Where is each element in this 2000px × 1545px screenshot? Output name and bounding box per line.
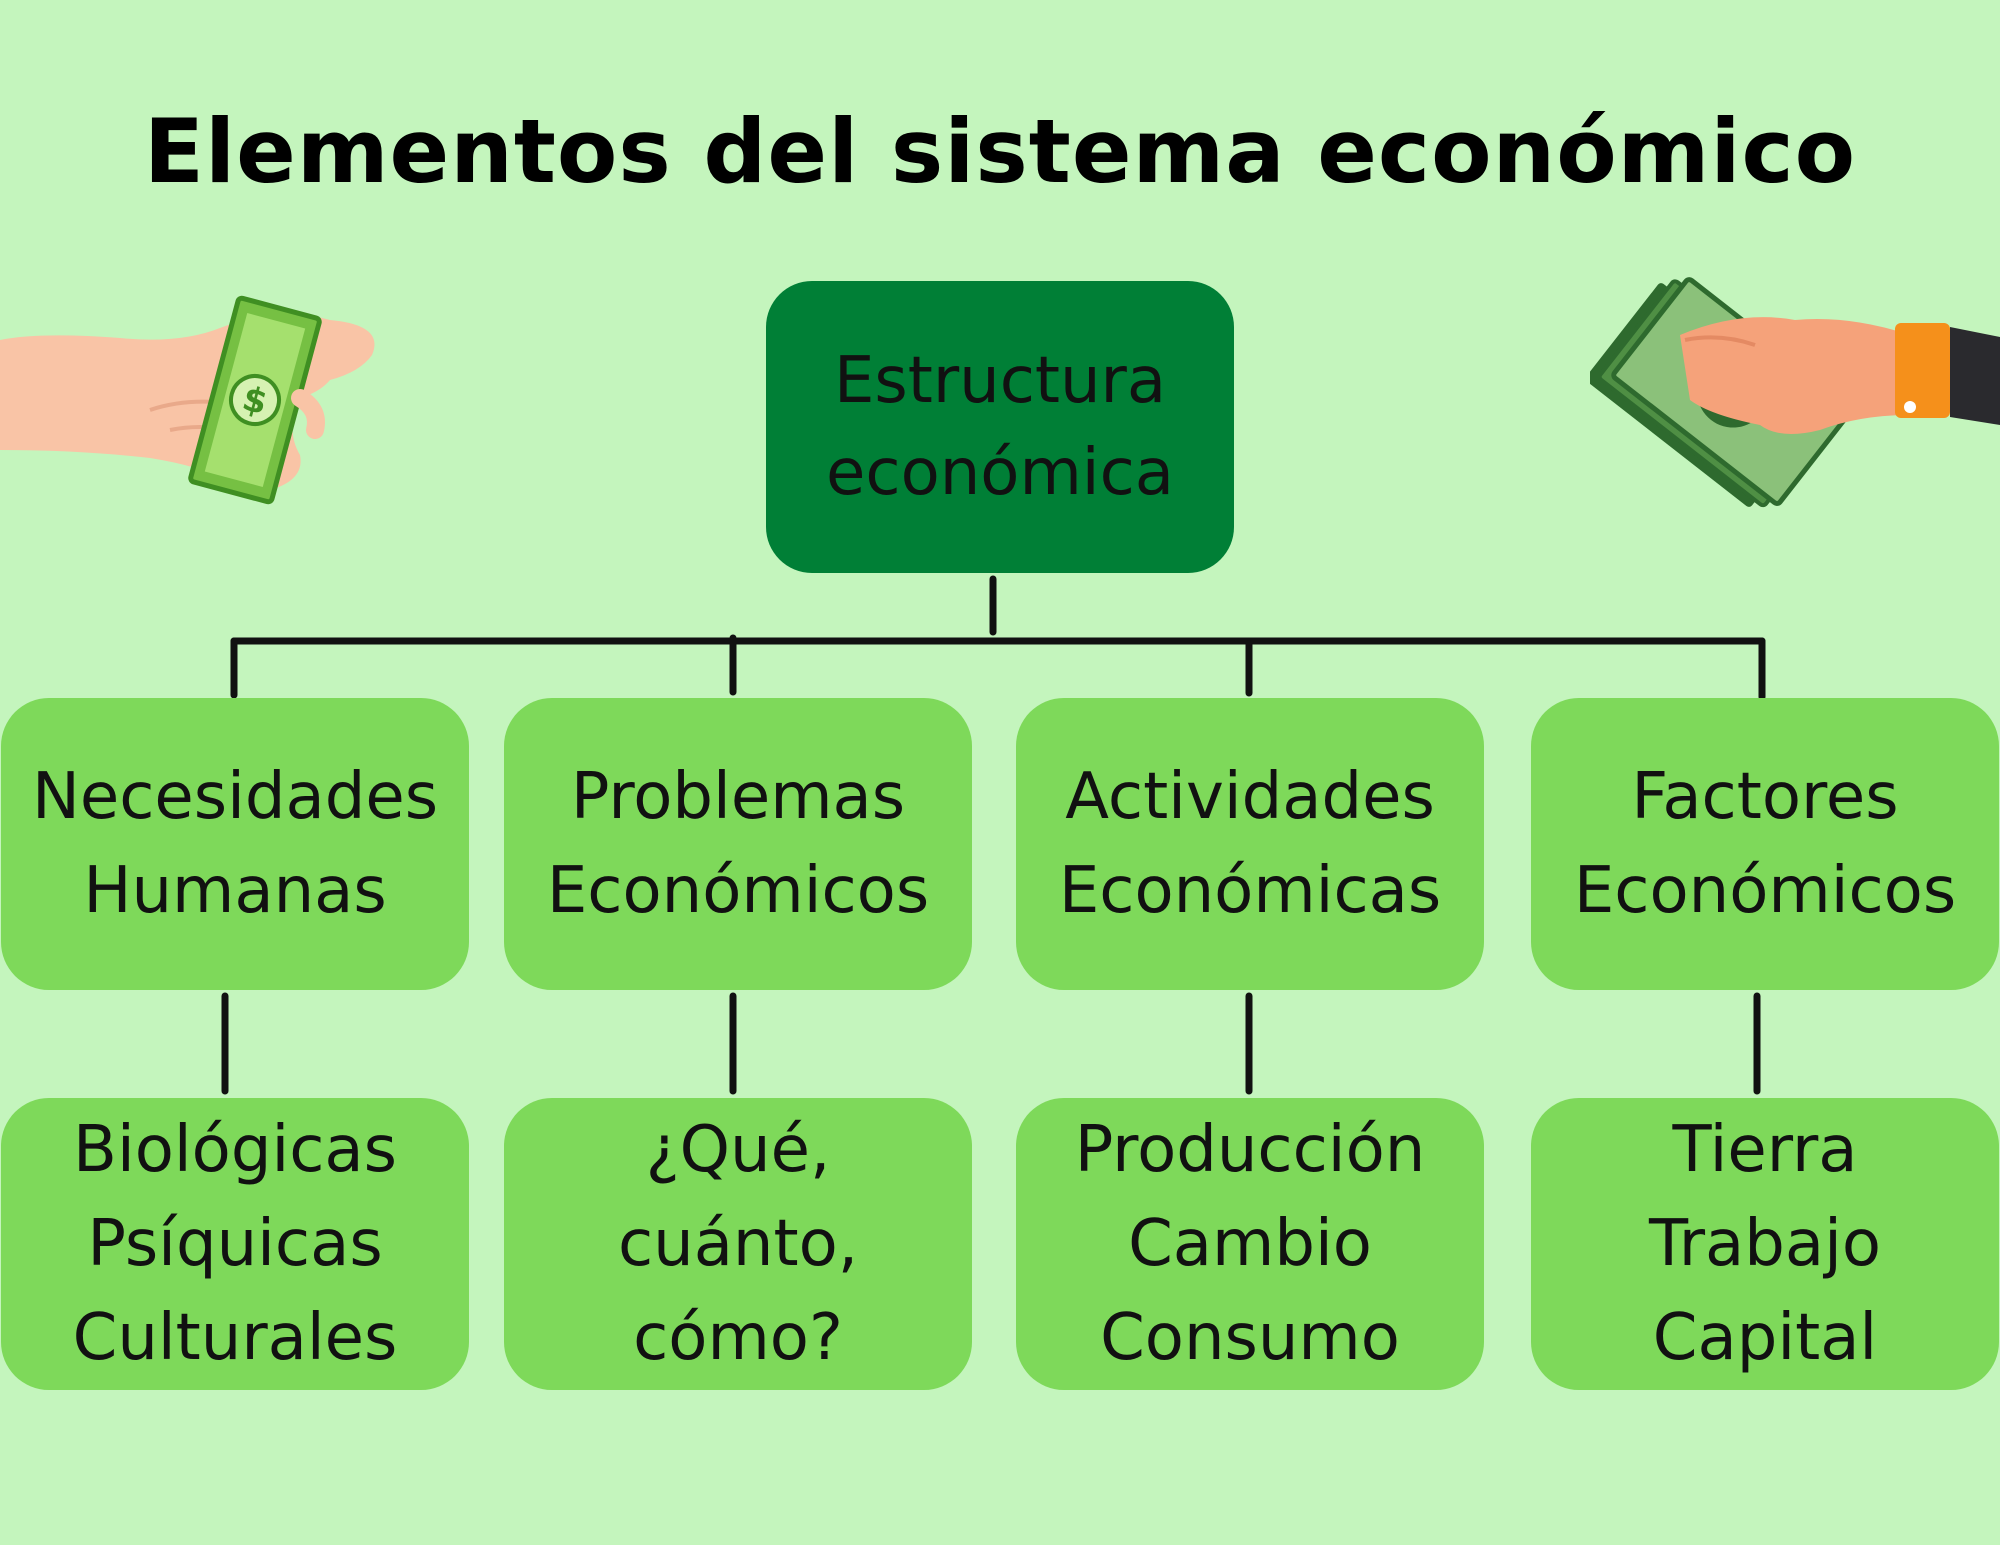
- items-box-problemas: ¿Qué, cuánto, cómo?: [504, 1098, 972, 1390]
- category-label-line: Actividades: [1065, 760, 1435, 834]
- category-box-problemas: Problemas Económicos: [504, 698, 972, 990]
- root-box: Estructura económica: [766, 281, 1234, 573]
- category-label-line: Necesidades: [31, 760, 439, 834]
- category-box-factores: Factores Económicos: [1531, 698, 1999, 990]
- items-box-actividades: Producción Cambio Consumo: [1016, 1098, 1484, 1390]
- list-item: Psíquicas: [87, 1207, 383, 1281]
- list-item: Cambio: [1128, 1207, 1372, 1281]
- category-label-line: Humanas: [83, 854, 387, 928]
- list-item: Biológicas: [73, 1113, 397, 1187]
- items-box-necesidades: Biológicas Psíquicas Culturales: [1, 1098, 469, 1390]
- category-box-actividades: Actividades Económicas: [1016, 698, 1484, 990]
- category-label-line: Problemas: [570, 760, 906, 834]
- list-item: cómo?: [633, 1301, 843, 1375]
- category-box-necesidades: Necesidades Humanas: [1, 698, 469, 990]
- root-line-2: económica: [826, 436, 1174, 510]
- category-label-line: Económicas: [1058, 854, 1442, 928]
- list-item: Trabajo: [1649, 1207, 1881, 1281]
- list-item: Consumo: [1100, 1301, 1400, 1375]
- list-item: Producción: [1074, 1113, 1426, 1187]
- category-label-line: Económicos: [546, 854, 930, 928]
- category-label-line: Económicos: [1573, 854, 1957, 928]
- items-box-factores: Tierra Trabajo Capital: [1531, 1098, 1999, 1390]
- page-title: Elementos del sistema económico: [143, 100, 1857, 203]
- list-item: Tierra: [1672, 1113, 1858, 1187]
- list-item: Capital: [1652, 1301, 1878, 1375]
- list-item: ¿Qué,: [645, 1113, 831, 1187]
- category-label-line: Factores: [1631, 760, 1899, 834]
- list-item: Culturales: [72, 1301, 398, 1375]
- list-item: cuánto,: [617, 1207, 859, 1281]
- hand-giving-money-icon: ¥: [1590, 277, 2000, 508]
- root-line-1: Estructura: [833, 344, 1167, 418]
- hand-receiving-dollar-icon: $: [0, 295, 375, 505]
